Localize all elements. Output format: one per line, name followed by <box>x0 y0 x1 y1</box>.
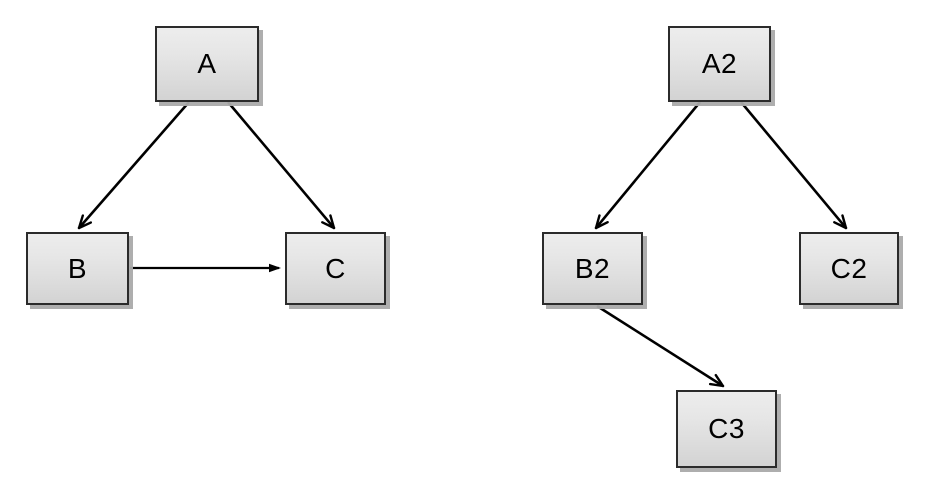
edge-b-to-c <box>130 263 281 273</box>
arrowhead-icon <box>321 214 336 230</box>
node-c3[interactable]: C3 <box>676 390 777 468</box>
edge-a2-to-c2 <box>740 101 848 230</box>
node-b[interactable]: B <box>26 232 129 305</box>
node-a[interactable]: A <box>155 26 259 102</box>
arrowhead-icon <box>594 214 609 230</box>
edge-line <box>596 304 723 387</box>
node-label: A2 <box>701 48 738 79</box>
node-label: C2 <box>830 252 868 284</box>
edge-line <box>596 101 702 228</box>
arrowhead-icon <box>269 263 281 273</box>
node-label: B2 <box>574 252 611 284</box>
edge-a-to-b <box>77 101 190 230</box>
edge-line <box>740 101 846 228</box>
node-label: C <box>325 252 346 284</box>
edge-line <box>79 101 190 228</box>
node-a2[interactable]: A2 <box>668 26 771 102</box>
node-label: C3 <box>708 413 745 444</box>
arrowhead-icon <box>833 214 848 230</box>
node-c2[interactable]: C2 <box>799 232 899 305</box>
edge-a2-to-b2 <box>594 101 702 230</box>
node-c[interactable]: C <box>285 232 386 305</box>
node-label: A <box>197 48 217 79</box>
node-label: B <box>67 252 88 284</box>
node-b2[interactable]: B2 <box>542 232 643 305</box>
arrowhead-icon <box>77 214 92 230</box>
edge-b2-to-c3 <box>596 304 725 388</box>
arrowhead-icon <box>708 373 725 388</box>
edge-a-to-c <box>227 101 336 230</box>
edge-line <box>227 101 334 228</box>
